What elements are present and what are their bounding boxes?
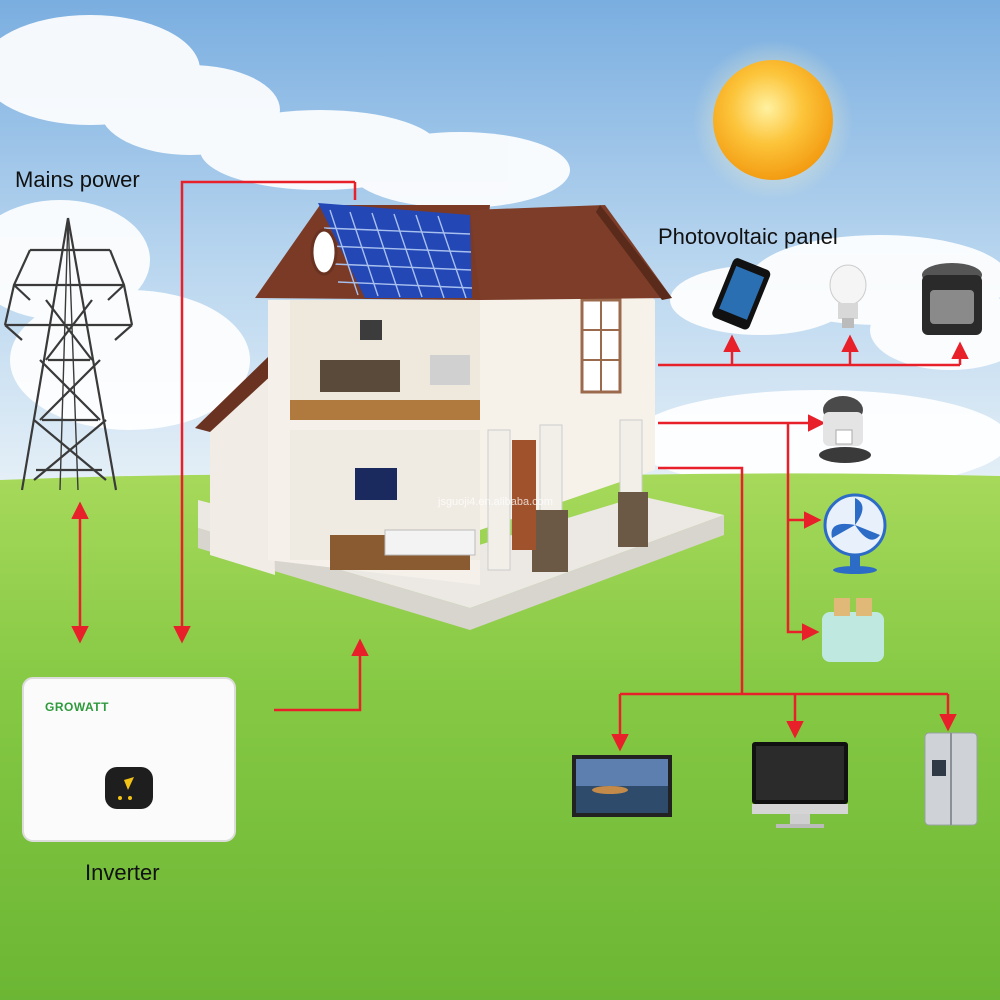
monitor-icon [752,742,848,828]
clouds [0,15,1000,490]
inverter-device: GROWATT [22,677,236,842]
phone-icon [712,258,771,330]
inverter-label: Inverter [85,860,160,885]
transmission-tower-icon [3,217,134,491]
inverter-display [105,767,153,809]
house-illustration [195,203,724,630]
light-bulb-icon [829,264,867,328]
watermark-text: jsguoji4.en.alibaba.com [437,496,553,508]
wiring-lines [71,180,969,752]
coffee-maker-icon [819,396,871,463]
fan-icon [823,493,887,574]
toaster-icon [822,598,884,662]
mains-power-label: Mains power [15,167,140,192]
grass-field [0,473,1000,1000]
sun-icon [693,40,853,200]
rice-cooker-icon [922,263,982,335]
refrigerator-icon [924,732,978,826]
tv-icon [572,755,672,817]
inverter-brand: GROWATT [45,700,109,714]
photovoltaic-panel-label: Photovoltaic panel [658,224,838,249]
